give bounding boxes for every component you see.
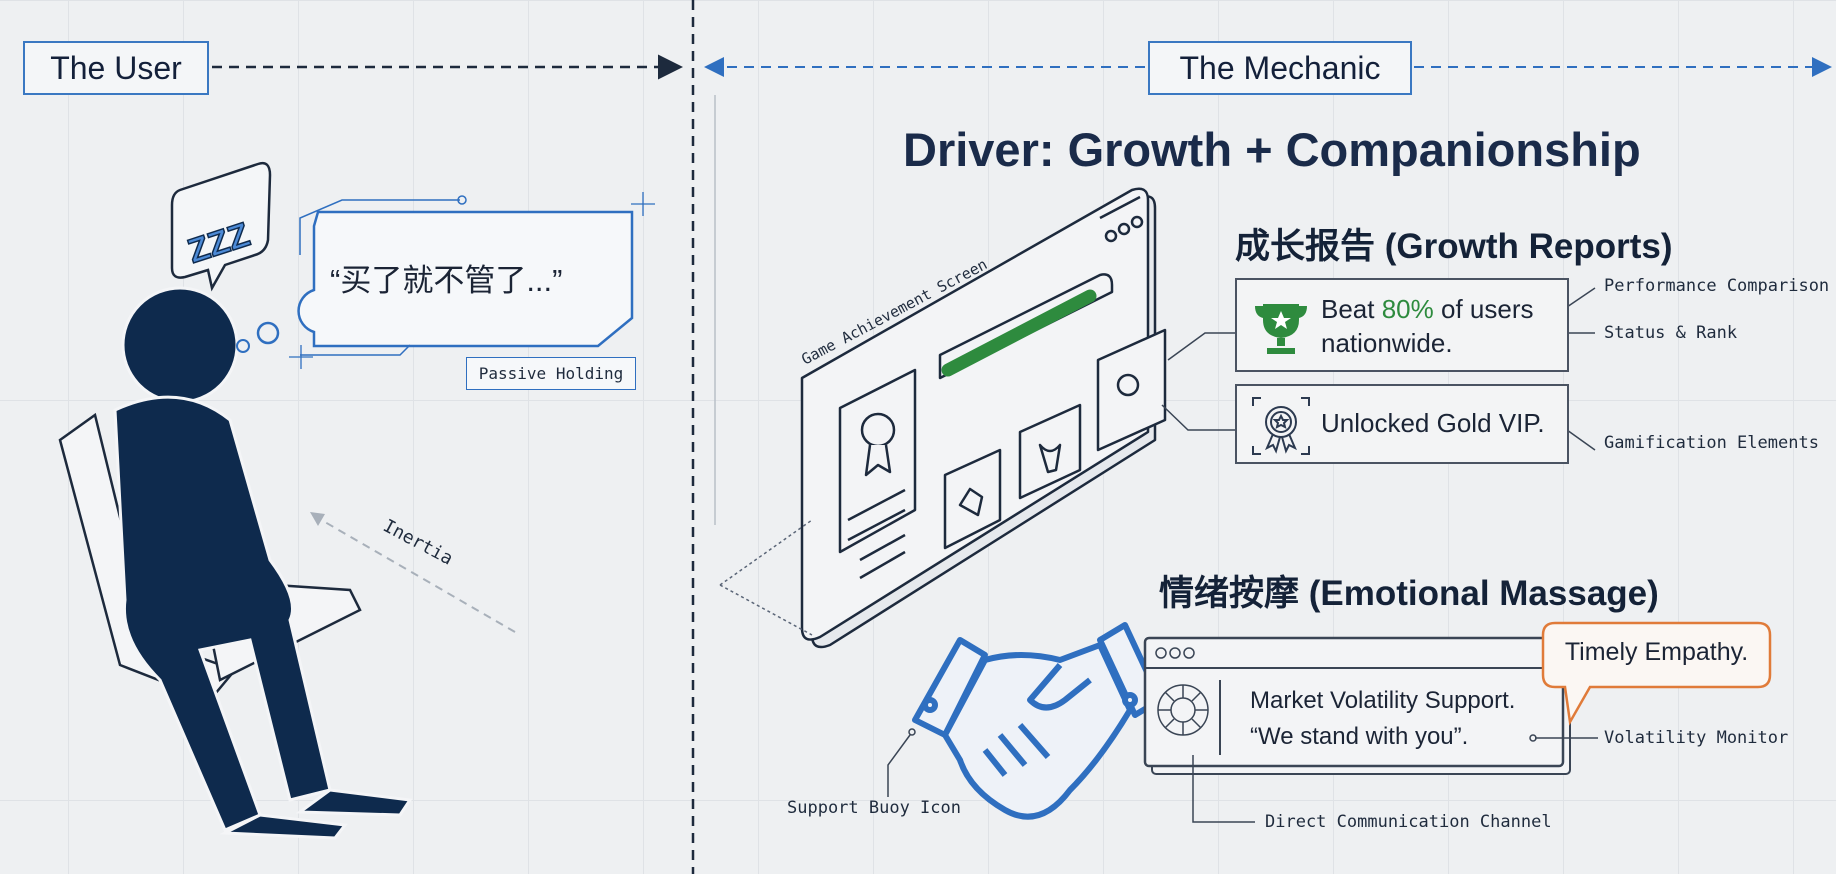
user-tag: The User (23, 41, 209, 95)
emotional-massage-heading: 情绪按摩 (Emotional Massage) (1159, 574, 1659, 613)
window-dot-icon (1155, 647, 1167, 659)
label-status-rank: Status & Rank (1604, 323, 1738, 343)
rank-text-prefix: Beat (1321, 294, 1382, 324)
thought-text: “买了就不管了...” (330, 263, 563, 298)
rank-text-suffix: of users nationwide. (1321, 294, 1534, 358)
sleep-bubble-text: ZZZ (183, 216, 254, 271)
mechanic-tag: The Mechanic (1148, 41, 1412, 95)
label-support-buoy: Support Buoy Icon (787, 798, 961, 818)
support-buoy-icon (1157, 684, 1209, 736)
sleep-bubble-icon: ZZZ (170, 161, 272, 292)
label-direct-communication: Direct Communication Channel (1265, 812, 1552, 832)
support-message-line1: Market Volatility Support. (1250, 687, 1516, 714)
user-tag-label: The User (50, 49, 182, 86)
support-message: Market Volatility Support. “We stand wit… (1250, 683, 1515, 755)
trophy-icon (1255, 304, 1307, 354)
growth-card-vip: Unlocked Gold VIP. (1235, 384, 1569, 464)
label-volatility-monitor: Volatility Monitor (1604, 728, 1789, 748)
person-icon (113, 286, 413, 840)
support-message-line2: “We stand with you”. (1250, 723, 1469, 750)
empathy-bubble (1541, 621, 1772, 726)
handshake-icon (912, 622, 1163, 820)
growth-card-rank: Beat 80% of users nationwide. (1235, 278, 1569, 372)
inertia-arrow (317, 517, 516, 633)
rank-percent: 80% (1381, 294, 1434, 324)
label-gamification-elements: Gamification Elements (1604, 433, 1819, 453)
label-performance-comparison: Performance Comparison (1604, 276, 1830, 296)
vip-text: Unlocked Gold VIP. (1321, 408, 1545, 438)
passive-holding-tag: Passive Holding (466, 357, 636, 390)
page-title: Driver: Growth + Companionship (903, 123, 1641, 176)
game-achievement-screen (719, 187, 1167, 649)
buoy-connector (887, 728, 916, 797)
thought-bubble (236, 192, 655, 369)
mechanic-tag-label: The Mechanic (1179, 49, 1381, 86)
badge-icon (1252, 397, 1310, 455)
message-window (1143, 636, 1598, 823)
empathy-bubble-text: Timely Empathy. (1564, 638, 1749, 666)
growth-reports-heading: 成长报告 (Growth Reports) (1235, 227, 1673, 266)
